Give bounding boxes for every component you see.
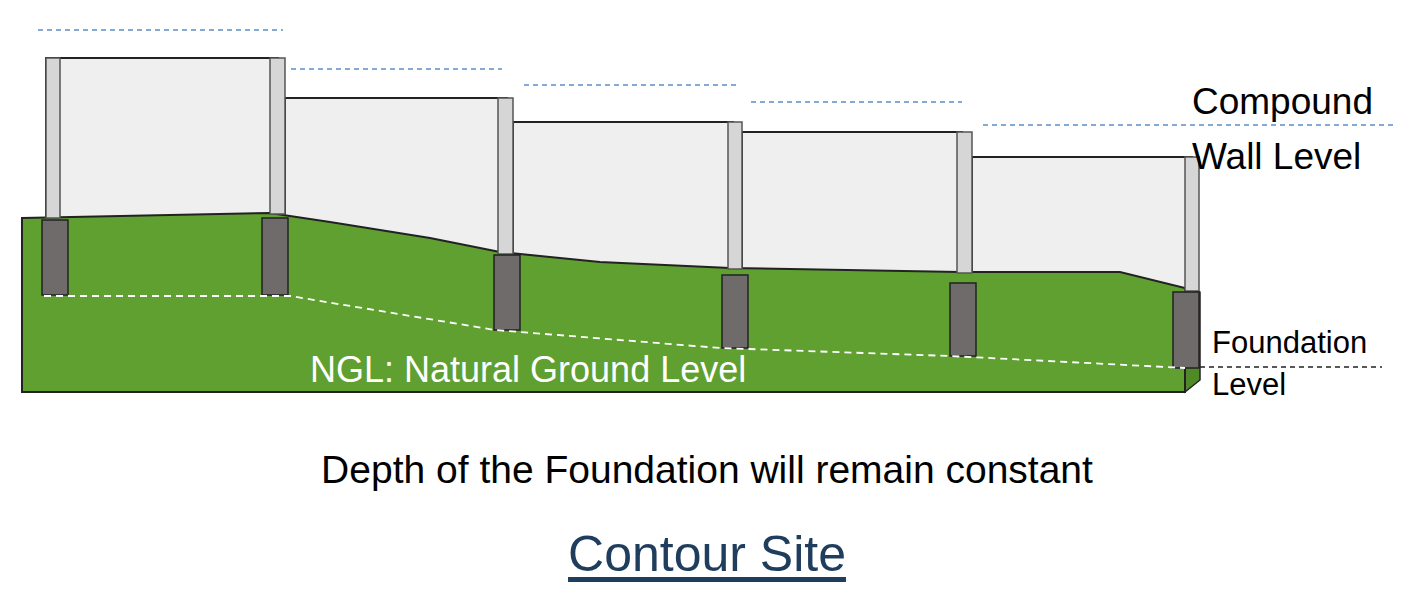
caption: Contour Site	[200, 522, 1214, 586]
foundations	[42, 218, 1199, 368]
wall-level-label: Compound Wall Level	[1192, 74, 1406, 184]
note-label: Depth of the Foundation will remain cons…	[100, 445, 1314, 495]
foundation-level-label: Foundation Level	[1212, 322, 1402, 406]
wall-posts	[46, 58, 1199, 291]
ground	[22, 213, 1200, 392]
ngl-label: NGL: Natural Ground Level	[310, 348, 830, 392]
